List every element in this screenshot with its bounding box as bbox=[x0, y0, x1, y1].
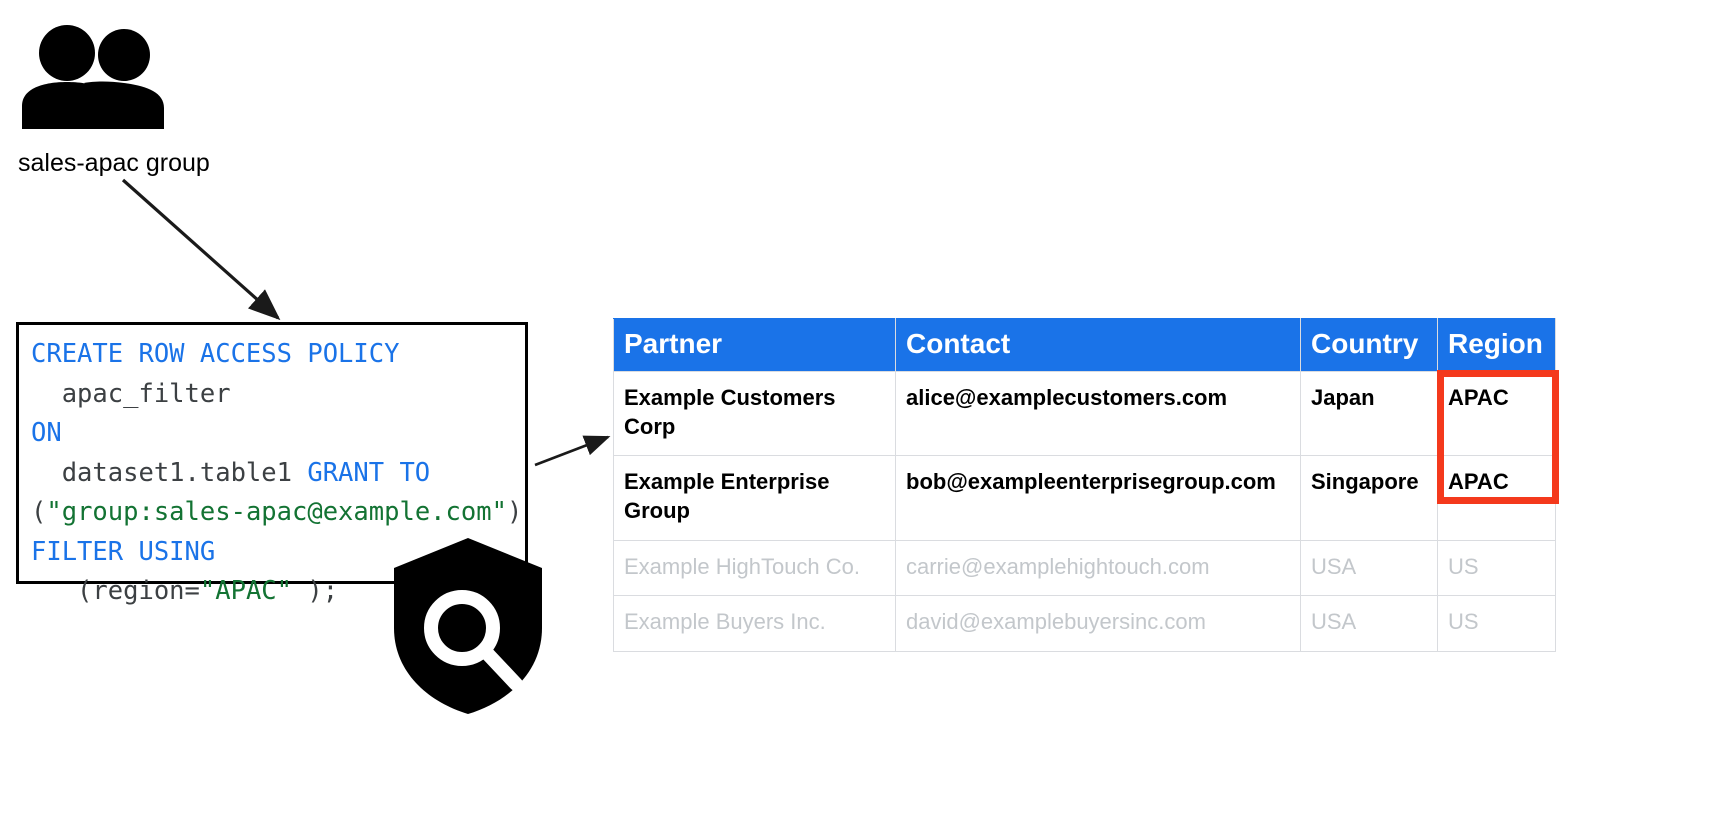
column-header-country[interactable]: Country bbox=[1300, 317, 1438, 373]
table-header-row: Partner Contact Country Region bbox=[613, 317, 1556, 373]
column-header-contact[interactable]: Contact bbox=[895, 317, 1301, 373]
table-cell-partner: Example HighTouch Co. bbox=[613, 539, 896, 597]
table-row[interactable]: Example Buyers Inc.david@examplebuyersin… bbox=[613, 595, 1556, 652]
code-token: (region= bbox=[31, 576, 200, 607]
table-cell-region: US bbox=[1437, 595, 1556, 652]
code-token: CREATE ROW ACCESS POLICY bbox=[31, 339, 400, 369]
column-header-partner[interactable]: Partner bbox=[613, 317, 896, 373]
table-cell-partner: Example Buyers Inc. bbox=[613, 595, 896, 652]
table-cell-country: Japan bbox=[1300, 371, 1438, 457]
code-token: GRANT TO bbox=[307, 457, 431, 488]
column-header-region[interactable]: Region bbox=[1437, 317, 1556, 373]
table-cell-contact: bob@exampleenterprisegroup.com bbox=[895, 455, 1301, 541]
arrow-policy-to-table bbox=[534, 435, 611, 467]
table-cell-contact: david@examplebuyersinc.com bbox=[895, 595, 1301, 652]
code-token: ( bbox=[31, 497, 47, 528]
table-cell-region: US bbox=[1437, 539, 1556, 597]
code-token: "APAC" bbox=[199, 576, 293, 607]
partner-table-container: Partner Contact Country Region Example C… bbox=[613, 317, 1556, 652]
code-token: apac_filter bbox=[31, 378, 231, 409]
shield-search-icon bbox=[394, 538, 542, 714]
table-cell-region: APAC bbox=[1437, 371, 1556, 457]
code-token: FILTER USING bbox=[31, 536, 216, 567]
table-row[interactable]: Example HighTouch Co.carrie@examplehight… bbox=[613, 539, 1556, 597]
sql-code: CREATE ROW ACCESS POLICY apac_filter ON … bbox=[31, 335, 522, 612]
code-token: dataset1.table1 bbox=[31, 457, 308, 488]
code-token: ) bbox=[506, 497, 523, 528]
table-cell-contact: carrie@examplehightouch.com bbox=[895, 539, 1301, 597]
table-cell-contact: alice@examplecustomers.com bbox=[895, 371, 1301, 457]
table-cell-region: APAC bbox=[1437, 455, 1556, 541]
code-token: ON bbox=[31, 418, 62, 449]
table-cell-partner: Example Customers Corp bbox=[613, 371, 896, 457]
arrow-group-to-policy bbox=[121, 178, 281, 321]
table-cell-partner: Example Enterprise Group bbox=[613, 455, 896, 541]
code-token: ); bbox=[292, 576, 339, 607]
table-cell-country: Singapore bbox=[1300, 455, 1438, 541]
people-group-icon bbox=[22, 25, 164, 129]
table-cell-country: USA bbox=[1300, 595, 1438, 652]
table-cell-country: USA bbox=[1300, 539, 1438, 597]
code-token: "group:sales-apac@example.com" bbox=[46, 497, 507, 528]
row-access-policy-code-box: CREATE ROW ACCESS POLICY apac_filter ON … bbox=[16, 322, 528, 606]
group-identity-block: sales-apac group bbox=[18, 24, 278, 178]
group-label: sales-apac group bbox=[18, 149, 210, 177]
partner-table: Partner Contact Country Region Example C… bbox=[613, 317, 1556, 652]
